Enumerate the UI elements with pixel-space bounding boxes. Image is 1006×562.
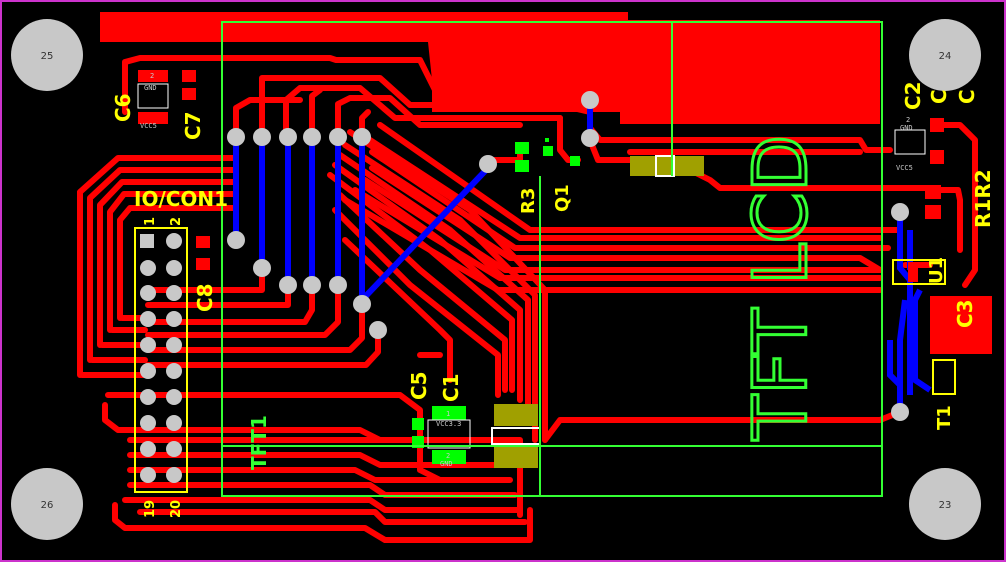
designator-c5: C5 [407, 371, 431, 400]
designator-r1r2: R1R2 [971, 169, 995, 228]
mount-hole-label: 25 [41, 51, 54, 62]
copper-pours [100, 12, 992, 354]
mount-hole-label: 26 [41, 500, 54, 511]
designator-c1: C1 [439, 373, 463, 402]
pad-label: 1 [446, 410, 450, 418]
pad-label: VCC5 [140, 122, 157, 130]
mount-hole-label: 23 [939, 500, 952, 511]
designator-c-partial-2: C [955, 89, 979, 104]
io-connector-pads [140, 233, 182, 483]
designator-io-con1: IO/CON1 [134, 187, 228, 211]
designator-tft1: TFT1 [247, 415, 271, 470]
connector-pin19: 19 [143, 500, 158, 518]
pad-label: GND [144, 84, 157, 92]
pad-label: 2 [446, 452, 450, 460]
connector-pin1: 1 [143, 217, 158, 226]
mount-hole [909, 468, 981, 540]
pad-label: 2 [150, 72, 154, 80]
designator-c3: C3 [953, 299, 977, 328]
designator-c2: C2 [901, 81, 925, 110]
designator-c8: C8 [193, 283, 217, 312]
pad-label: VCC3.3 [436, 420, 461, 428]
mount-hole [11, 468, 83, 540]
mechanical-layer [221, 21, 883, 497]
bottom-layer-traces [233, 100, 932, 408]
mount-hole [909, 19, 981, 91]
pad-label: GND [900, 124, 913, 132]
mount-hole [11, 19, 83, 91]
designator-c-partial: C [927, 89, 951, 104]
mount-holes: 25 24 26 23 [11, 19, 981, 540]
mount-hole-label: 24 [939, 51, 952, 62]
io-connector-outline [134, 227, 188, 493]
silkscreen-labels: C6 C7 IO/CON1 C8 R3 Q1 C5 C1 C2 C C R1R2… [111, 81, 995, 518]
connector-pin20: 20 [169, 500, 184, 518]
designator-r3: R3 [518, 188, 539, 214]
designator-c6: C6 [111, 93, 135, 122]
designator-q1: Q1 [552, 184, 573, 212]
pad-label: 2 [906, 116, 910, 124]
pad-label: GND [440, 460, 453, 468]
pad-label: VCC5 [896, 164, 913, 172]
designator-u1: U1 [926, 257, 947, 284]
connector-pin2: 2 [169, 217, 184, 226]
designator-c7: C7 [181, 111, 205, 140]
tft-lcd-label: TFT LCD [738, 135, 824, 441]
designator-t1: T1 [934, 405, 955, 430]
vias [227, 91, 909, 421]
top-layer-traces [77, 55, 978, 543]
pad-net-labels: GND VCC5 GND VCC5 VCC3.3 GND 1 2 2 2 [140, 72, 913, 468]
